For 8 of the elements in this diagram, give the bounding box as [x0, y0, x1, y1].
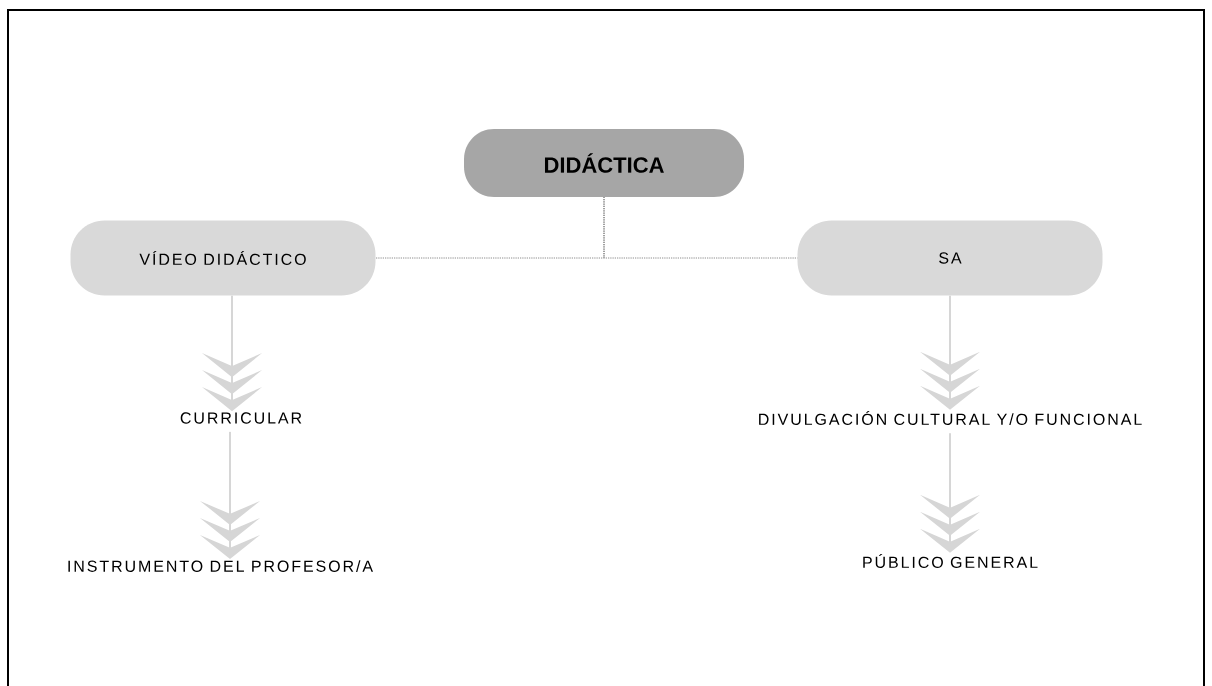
heading-box: DIDÁCTICA [464, 129, 744, 197]
connector-line [603, 196, 798, 259]
category-label: CURRICULAR [180, 412, 302, 424]
category-label: DIVULGACIÓN CULTURAL Y/O FUNCIONAL [759, 411, 1142, 425]
category-label: INSTRUMENTO DEL PROFESOR/A [68, 560, 373, 572]
category-box: SA [797, 220, 1103, 296]
category-box: VÍDEO DIDÁCTICO [70, 220, 376, 296]
category-label: PÚBLICO GENERAL [863, 554, 1038, 568]
